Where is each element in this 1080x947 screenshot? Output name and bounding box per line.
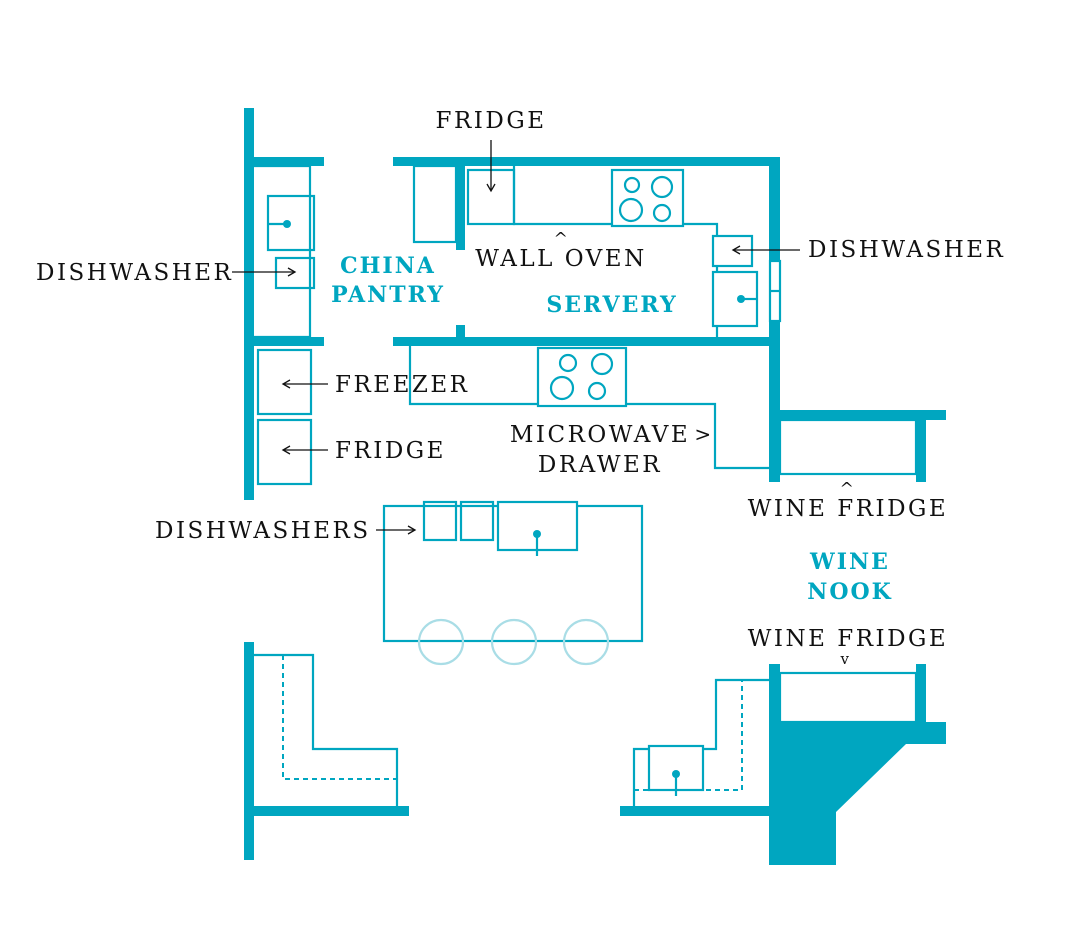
dishwasher-left-arrow-icon bbox=[232, 267, 297, 277]
wine-fridge-lower bbox=[778, 671, 918, 724]
fridge-left-arrow-icon bbox=[281, 445, 328, 455]
wine-fridge-upper bbox=[778, 418, 918, 476]
wall-oven-caret-icon: ^ bbox=[554, 229, 571, 249]
wall-pantry-bottom bbox=[254, 337, 324, 346]
servery-lower-counter bbox=[408, 346, 769, 470]
label-dishwasher-right: DISHWASHER bbox=[808, 237, 1005, 263]
island-dishwasher-2 bbox=[459, 500, 495, 542]
wall-lower-right-bottom bbox=[620, 806, 770, 816]
wall-pantry-top bbox=[254, 157, 324, 166]
label-fridge-top: FRIDGE bbox=[436, 108, 547, 134]
pantry-sink-drain bbox=[283, 220, 291, 228]
wall-servery-top bbox=[393, 157, 780, 166]
lower-right-counter bbox=[632, 678, 769, 806]
wall-left-lower bbox=[244, 642, 254, 860]
callout-arrows bbox=[232, 140, 800, 535]
wall-servery-bottom bbox=[393, 337, 780, 346]
lower-cooktop bbox=[536, 346, 628, 408]
label-drawer: DRAWER bbox=[538, 452, 662, 478]
wall-servery-divider bbox=[456, 166, 465, 250]
servery-sink-drain bbox=[737, 295, 745, 303]
lower-counter-outline bbox=[408, 346, 769, 470]
wall-servery-divider-stub bbox=[456, 325, 465, 337]
wall-wine-nook-right bbox=[916, 420, 926, 482]
lower-left-counter-overhang bbox=[282, 655, 397, 780]
servery-cooktop bbox=[610, 168, 685, 228]
label-wine-fridge-bottom: WINE FRIDGE bbox=[748, 626, 948, 652]
freezer-arrow-icon bbox=[281, 379, 328, 389]
wall-wine-nook-lower-right bbox=[916, 664, 926, 724]
fridge-left bbox=[256, 418, 313, 486]
label-microwave: MICROWAVE bbox=[510, 422, 690, 448]
label-fridge-left: FRIDGE bbox=[335, 438, 446, 464]
lower-right-counter-outline bbox=[632, 678, 769, 806]
label-dishwasher-left: DISHWASHER bbox=[36, 260, 233, 286]
freezer bbox=[256, 348, 313, 416]
lower-left-counter-outline bbox=[254, 653, 399, 806]
room-label-nook: NOOK bbox=[807, 579, 893, 605]
room-label-wine: WINE bbox=[809, 549, 890, 575]
label-wall-oven: WALL OVEN bbox=[475, 246, 646, 272]
wine-fridge-bottom-caret-icon: v bbox=[840, 650, 852, 668]
microwave-gt-icon: > bbox=[694, 422, 713, 446]
wall-wine-nook-top bbox=[780, 410, 946, 420]
fridge-top-arrow-icon bbox=[486, 140, 496, 193]
wine-fridge-top-caret-icon: ^ bbox=[840, 479, 857, 499]
dishwasher-right-arrow-icon bbox=[731, 245, 800, 255]
dishwashers-arrow-icon bbox=[376, 525, 417, 535]
servery-cabinet bbox=[412, 164, 458, 244]
china-pantry bbox=[254, 164, 316, 339]
island-dishwasher-1 bbox=[422, 500, 458, 542]
room-label-servery: SERVERY bbox=[546, 292, 677, 318]
label-dishwashers: DISHWASHERS bbox=[155, 518, 371, 544]
room-label-china: CHINA bbox=[340, 253, 436, 279]
island bbox=[382, 500, 644, 666]
wall-wine-nook-lower-left bbox=[769, 664, 780, 724]
island-sink-drain bbox=[533, 530, 541, 538]
lower-left-counter bbox=[254, 653, 399, 806]
wall-corner-mass bbox=[769, 722, 906, 865]
room-label-pantry: PANTRY bbox=[331, 282, 445, 308]
stool-3 bbox=[562, 618, 610, 666]
lower-right-sink-drain bbox=[672, 770, 680, 778]
servery-dishwasher bbox=[711, 234, 754, 268]
stool-1 bbox=[417, 618, 465, 666]
wall-lower-left-bottom bbox=[254, 806, 409, 816]
pantry-dishwasher bbox=[274, 256, 316, 290]
wall-left-upper bbox=[244, 108, 254, 500]
label-wine-fridge-top: WINE FRIDGE bbox=[748, 496, 948, 522]
pantry-counter bbox=[254, 164, 312, 339]
stool-2 bbox=[490, 618, 538, 666]
label-freezer: FREEZER bbox=[335, 372, 469, 398]
